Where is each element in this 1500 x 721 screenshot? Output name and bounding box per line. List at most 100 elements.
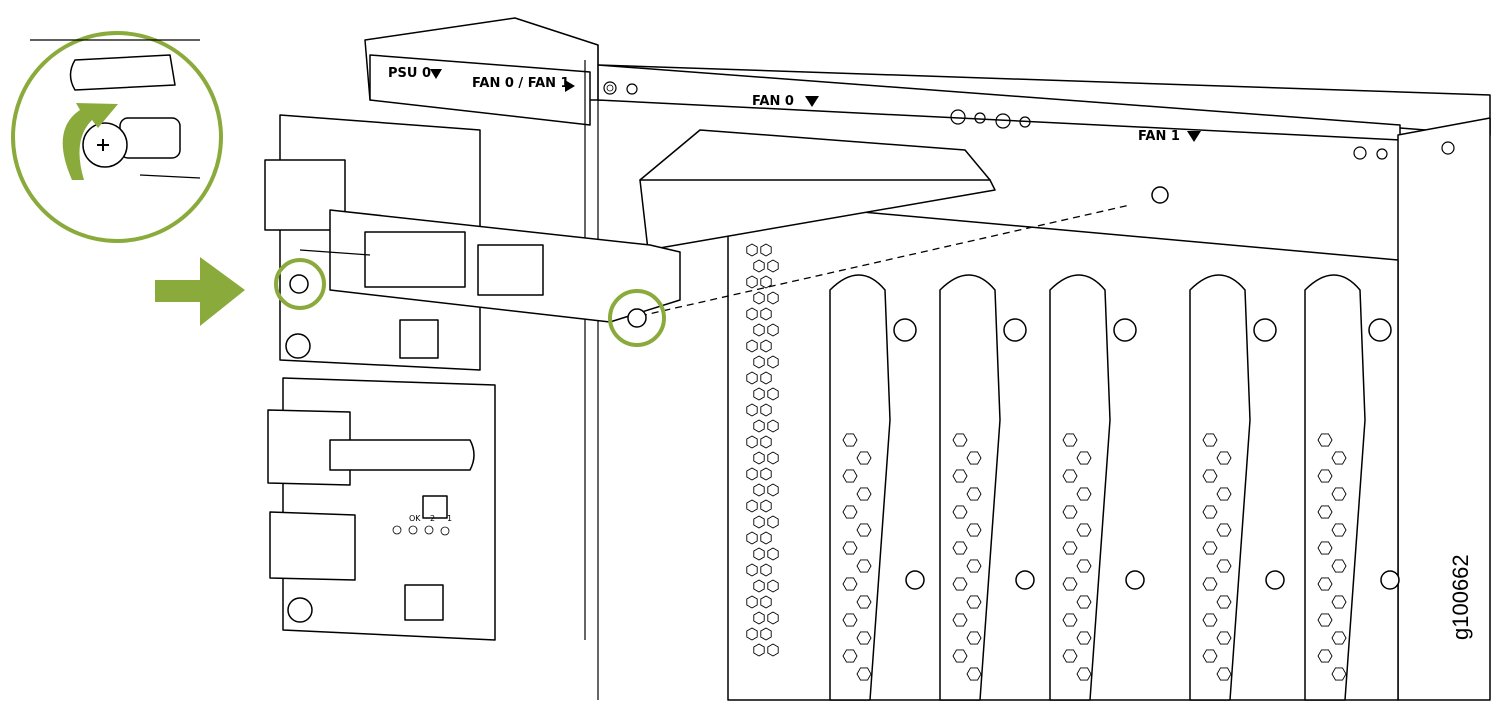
vent-hole [842,649,858,663]
vent-hole [1076,487,1092,501]
captive-screw[interactable] [1368,318,1392,342]
vent-hole [1062,613,1078,627]
vent-hole [767,419,779,433]
vent-hole [753,547,765,561]
vent-hole [746,339,758,353]
vent-hole [1202,613,1218,627]
vent-hole [760,339,772,353]
led-ok-label: OK [409,514,421,523]
triangle-down-icon [430,69,442,79]
vent-hole [753,419,765,433]
vent-hole [1076,523,1092,537]
triangle-down-icon [1187,131,1201,142]
vent-hole [746,275,758,289]
vent-hole [966,631,982,645]
vent-hole [1062,505,1078,519]
vent-hole [760,595,772,609]
fan-module [299,129,996,323]
fan1-label: FAN 1 [1138,129,1180,144]
vent-hole [1331,523,1347,537]
vent-hole [753,323,765,337]
vent-hole [767,259,779,273]
fan-tray-handle[interactable] [829,274,891,701]
fan-tray-handle[interactable] [1189,274,1251,701]
screw [905,570,925,590]
vent-hole [760,563,772,577]
vent-hole [753,483,765,497]
vent-hole [1331,451,1347,465]
vent-hole [1216,667,1232,681]
psu-1: OK 2 1 [267,377,496,641]
screw [1125,570,1145,590]
fan-tray-handle[interactable] [1304,274,1366,701]
triangle-down-icon [805,96,819,107]
fan-tray-handle[interactable] [1049,274,1111,701]
led-2-label: 2 [430,514,435,523]
vent-hole [1062,541,1078,555]
vent-hole [842,577,858,591]
vent-hole [746,467,758,481]
captive-screw[interactable] [893,318,917,342]
vent-hole [1317,541,1333,555]
vent-hole [1062,577,1078,591]
vent-hole [746,595,758,609]
vent-hole [760,499,772,513]
vent-hole [966,667,982,681]
vent-hole [1331,667,1347,681]
vent-hole [1062,433,1078,447]
vent-hole [842,505,858,519]
callout-arrow-icon [155,257,245,326]
vent-hole [1216,631,1232,645]
fan-tray-handle[interactable] [939,274,1001,701]
vent-hole [767,547,779,561]
captive-screw[interactable] [1253,318,1277,342]
screw [1015,570,1035,590]
vent-hole [753,291,765,305]
vent-hole [1076,451,1092,465]
vent-hole [1216,487,1232,501]
vent-hole [767,323,779,337]
vent-hole [1317,469,1333,483]
led-1-label: 1 [447,514,452,523]
vent-hole [760,435,772,449]
vent-hole [1202,541,1218,555]
vent-hole [1076,595,1092,609]
vent-hole [1317,613,1333,627]
fan0-label: FAN 0 [752,94,794,109]
vent-hole [856,451,872,465]
vent-hole [753,643,765,657]
vent-hole [1062,649,1078,663]
vent-hole [1331,631,1347,645]
vent-hole [746,403,758,417]
vent-hole [1317,505,1333,519]
vent-hole [746,563,758,577]
vent-hole [767,355,779,369]
vent-hole [767,483,779,497]
vent-hole [1331,595,1347,609]
vent-hole [1216,523,1232,537]
vent-hole [753,451,765,465]
vent-hole [1202,433,1218,447]
vent-hole [856,487,872,501]
vent-hole [767,611,779,625]
vent-hole [760,467,772,481]
vent-hole [753,355,765,369]
vent-hole [1216,559,1232,573]
screw [1380,570,1400,590]
vent-hole [1076,559,1092,573]
screw-tighten-callout-icon [11,31,223,243]
captive-screw[interactable] [1003,318,1027,342]
vent-hole [1317,577,1333,591]
vent-hole [753,579,765,593]
captive-screw[interactable] [1113,318,1137,342]
vent-hole [746,371,758,385]
vent-hole [753,611,765,625]
vent-hole [760,371,772,385]
captive-screw-callout [608,289,666,347]
vent-hole [753,515,765,529]
vent-hole [1317,649,1333,663]
vent-hole [1331,559,1347,573]
vent-hole [842,433,858,447]
vent-hole [966,559,982,573]
